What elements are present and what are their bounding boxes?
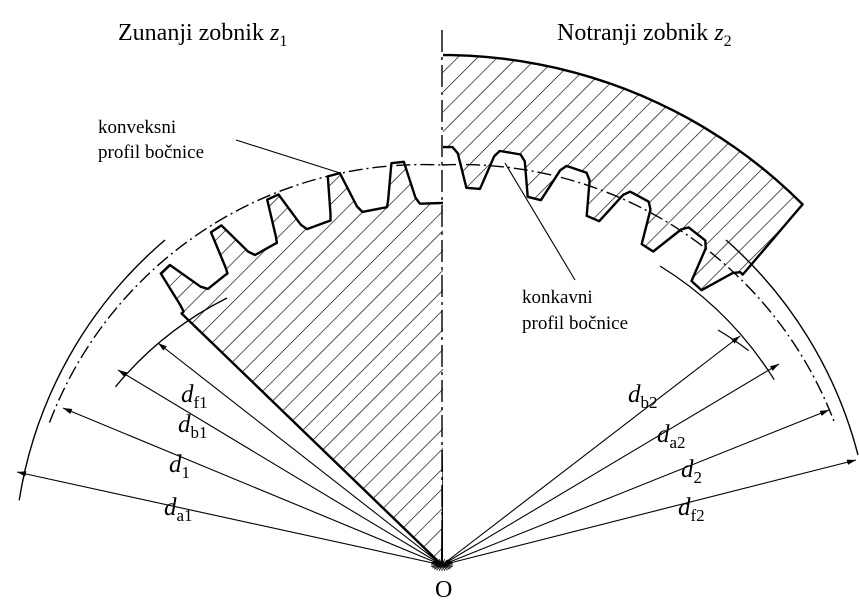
- convex-leader-line: [235, 139, 341, 174]
- label-df1: df1: [181, 381, 208, 412]
- title-external-gear: Zunanji zobnik z1: [118, 20, 287, 50]
- base-circle-right: [717, 329, 749, 352]
- convex-profile-label-line2: profil bočnice: [98, 142, 204, 163]
- pitch-circle-right: [441, 163, 836, 423]
- label-db1: db1: [178, 411, 208, 442]
- dim-line-d1: [62, 407, 443, 566]
- label-db2: db2: [628, 381, 658, 412]
- label-d2: d2: [681, 456, 702, 487]
- label-d1: d1: [169, 451, 190, 482]
- concave-profile-label-line1: konkavni: [522, 287, 593, 308]
- concave-leader-line: [504, 162, 576, 281]
- label-df2: df2: [678, 494, 705, 525]
- root-circle-far-right: [725, 239, 859, 456]
- label-da1: da1: [164, 494, 193, 525]
- pitch-circle-left: [48, 163, 443, 423]
- convex-profile-label-line1: konveksni: [98, 117, 176, 138]
- concave-profile-label-line2: profil bočnice: [522, 313, 628, 334]
- label-da2: da2: [657, 421, 686, 452]
- external-gear: [159, 160, 443, 567]
- dimension-lines: [16, 335, 857, 566]
- dim-line-db2: [441, 335, 741, 566]
- dim-line-da2: [441, 363, 780, 566]
- center-point-marker: [431, 559, 453, 571]
- dim-line-df1: [157, 342, 443, 566]
- center-label: O: [435, 577, 452, 600]
- tip-circle-left: [18, 239, 166, 501]
- dim-line-df2: [441, 459, 857, 566]
- dim-line-da1: [16, 471, 443, 566]
- title-internal-gear: Notranji zobnik z2: [557, 20, 732, 50]
- reference-circles: [18, 163, 859, 501]
- internal-gear: [443, 53, 804, 292]
- dim-line-db1: [117, 369, 443, 566]
- root-circle-right: [659, 265, 775, 381]
- dim-line-d2: [441, 409, 830, 566]
